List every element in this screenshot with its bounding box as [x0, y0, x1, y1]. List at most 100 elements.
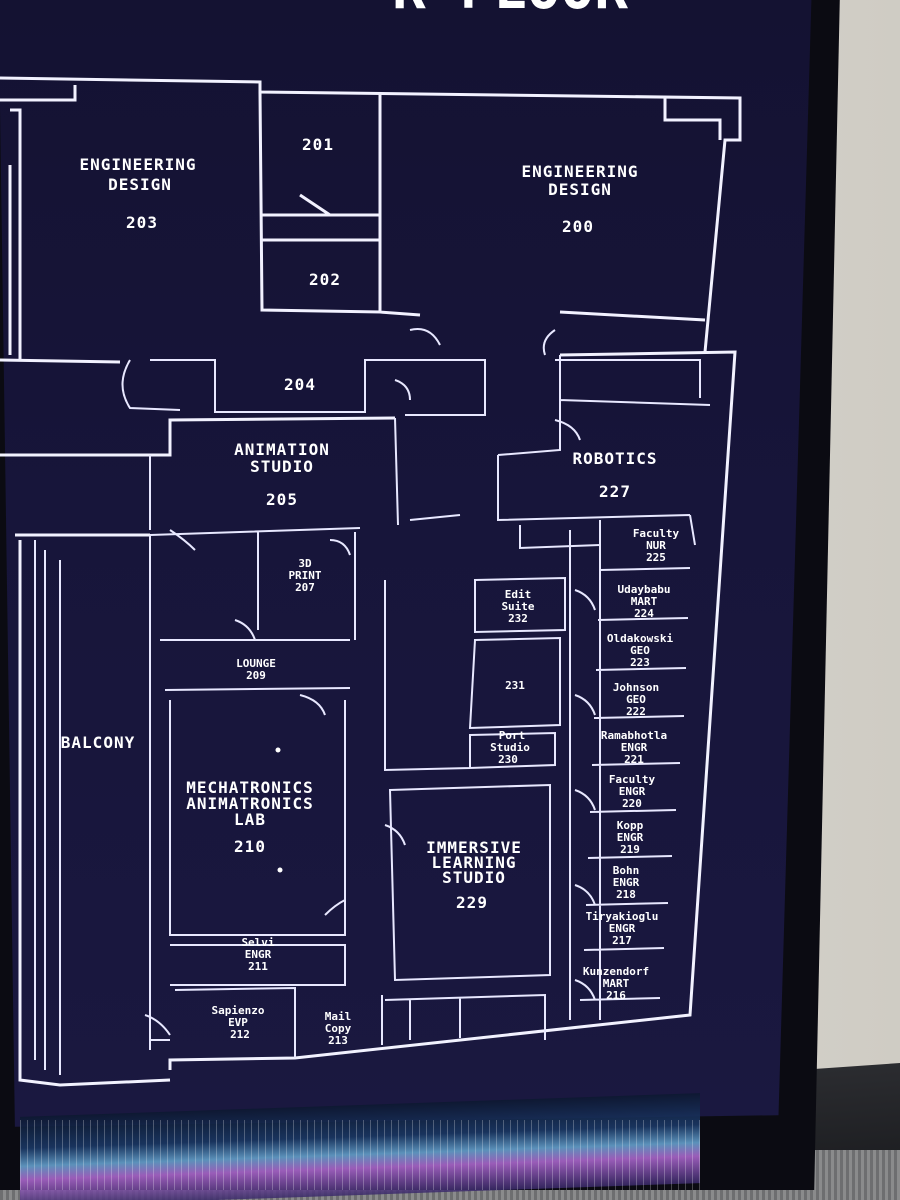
room-207-line-2: PRINT — [288, 569, 321, 582]
room-213-line-1: Mail — [325, 1010, 352, 1023]
room-200-number: 200 — [562, 217, 594, 236]
room-230-line-2: Studio — [490, 741, 530, 754]
room-213: Mail Copy 213 — [325, 1010, 352, 1047]
room-203-line-1: ENGINEERING — [80, 155, 197, 174]
room-220: Faculty ENGR 220 — [609, 773, 656, 810]
room-227-number: 227 — [599, 482, 631, 501]
room-219-line-1: Kopp — [617, 819, 644, 832]
room-220-number: 220 — [622, 797, 642, 810]
room-217-line-1: Tiryakioglu — [586, 910, 659, 923]
room-218-line-1: Bohn — [613, 864, 640, 877]
room-223: Oldakowski GEO 223 — [607, 632, 674, 669]
room-225-line-1: Faculty — [633, 527, 680, 540]
room-225-number: 225 — [646, 551, 666, 564]
room-212-line-1: Sapienzo — [212, 1004, 265, 1017]
room-224: Udaybabu MART 224 — [618, 583, 671, 620]
room-211-line-2: ENGR — [245, 948, 272, 961]
room-200-line-1: ENGINEERING — [522, 162, 639, 181]
marker-dot — [277, 867, 283, 873]
room-222-number: 222 — [626, 705, 646, 718]
room-219: Kopp ENGR 219 — [617, 819, 644, 856]
room-223-line-1: Oldakowski — [607, 632, 674, 645]
room-201-number: 201 — [302, 135, 334, 154]
room-230-line-1: Port — [499, 729, 526, 742]
balcony-label: BALCONY — [61, 733, 135, 752]
room-221-line-1: Ramabhotla — [601, 729, 667, 742]
room-229-line-2: LEARNING — [431, 853, 516, 872]
outer-wall — [0, 76, 742, 1087]
wall-right-offices — [569, 520, 691, 1020]
room-223-number: 223 — [630, 656, 650, 669]
room-224-line-1: Udaybabu — [618, 583, 671, 596]
room-209: LOUNGE 209 — [236, 657, 276, 682]
room-222-line-1: Johnson — [613, 681, 659, 694]
room-219-number: 219 — [620, 843, 640, 856]
room-232-line-2: Suite — [501, 600, 534, 613]
room-207-line-1: 3D — [298, 557, 312, 570]
room-232: Edit Suite 232 — [501, 588, 534, 625]
room-227: ROBOTICS 227 — [572, 449, 656, 501]
door-swings — [144, 328, 596, 1036]
room-213-number: 213 — [328, 1034, 348, 1047]
room-203-line-2: DESIGN — [108, 175, 172, 194]
room-211-line-1: Selvi — [241, 936, 274, 949]
room-223-line-2: GEO — [630, 644, 650, 657]
room-224-line-2: MART — [631, 595, 658, 608]
wall-corridor — [121, 355, 711, 550]
room-205-line-1: ANIMATION — [234, 440, 330, 459]
room-216-number: 216 — [606, 989, 626, 1002]
room-211-number: 211 — [248, 960, 268, 973]
room-217-number: 217 — [612, 934, 632, 947]
room-203-number: 203 — [126, 213, 158, 232]
room-213-line-2: Copy — [325, 1022, 352, 1035]
room-221: Ramabhotla ENGR 221 — [601, 729, 667, 766]
room-225: Faculty NUR 225 — [633, 527, 680, 564]
room-231-number: 231 — [505, 679, 525, 692]
room-220-line-2: ENGR — [619, 785, 646, 798]
wall-center-block — [381, 576, 566, 1045]
room-218-number: 218 — [616, 888, 636, 901]
room-212-number: 212 — [230, 1028, 250, 1041]
room-229-line-1: IMMERSIVE — [426, 838, 522, 857]
room-232-line-1: Edit — [505, 588, 532, 601]
floor-plan-display — [0, 0, 812, 1127]
room-200-line-2: DESIGN — [548, 180, 612, 199]
room-218: Bohn ENGR 218 — [613, 864, 640, 901]
screen-damage-lines — [20, 1120, 700, 1190]
room-209-number: 209 — [246, 669, 266, 682]
room-220-line-1: Faculty — [609, 773, 656, 786]
room-210: MECHATRONICS ANIMATRONICS LAB 210 — [186, 778, 314, 856]
room-203: ENGINEERING DESIGN 203 — [80, 155, 197, 232]
wall-block-top — [0, 85, 722, 360]
room-225-line-2: NUR — [646, 539, 666, 552]
room-218-line-2: ENGR — [613, 876, 640, 889]
room-212-line-2: EVP — [228, 1016, 248, 1029]
room-210-number: 210 — [234, 837, 266, 856]
room-222: Johnson GEO 222 — [613, 681, 659, 718]
room-219-line-2: ENGR — [617, 831, 644, 844]
room-224-number: 224 — [634, 607, 654, 620]
room-229: IMMERSIVE LEARNING STUDIO 229 — [426, 838, 522, 912]
sign-header: R FLOOR — [392, 0, 628, 22]
room-216: Kunzendorf MART 216 — [583, 965, 649, 1002]
room-229-line-3: STUDIO — [442, 868, 506, 887]
room-204-number: 204 — [284, 375, 316, 394]
room-202-number: 202 — [309, 270, 341, 289]
room-207: 3D PRINT 207 — [288, 557, 321, 594]
room-232-number: 232 — [508, 612, 528, 625]
room-216-line-2: MART — [603, 977, 630, 990]
room-221-number: 221 — [624, 753, 644, 766]
room-222-line-2: GEO — [626, 693, 646, 706]
room-205-number: 205 — [266, 490, 298, 509]
room-217-line-2: ENGR — [609, 922, 636, 935]
room-210-line-1: MECHATRONICS — [186, 778, 314, 797]
room-217: Tiryakioglu ENGR 217 — [586, 910, 659, 947]
room-221-line-2: ENGR — [621, 741, 648, 754]
room-212: Sapienzo EVP 212 — [212, 1004, 265, 1041]
room-205: ANIMATION STUDIO 205 — [234, 440, 330, 509]
room-210-line-3: LAB — [234, 810, 266, 829]
marker-dot — [275, 747, 281, 753]
room-207-number: 207 — [295, 581, 315, 594]
room-205-line-2: STUDIO — [250, 457, 314, 476]
